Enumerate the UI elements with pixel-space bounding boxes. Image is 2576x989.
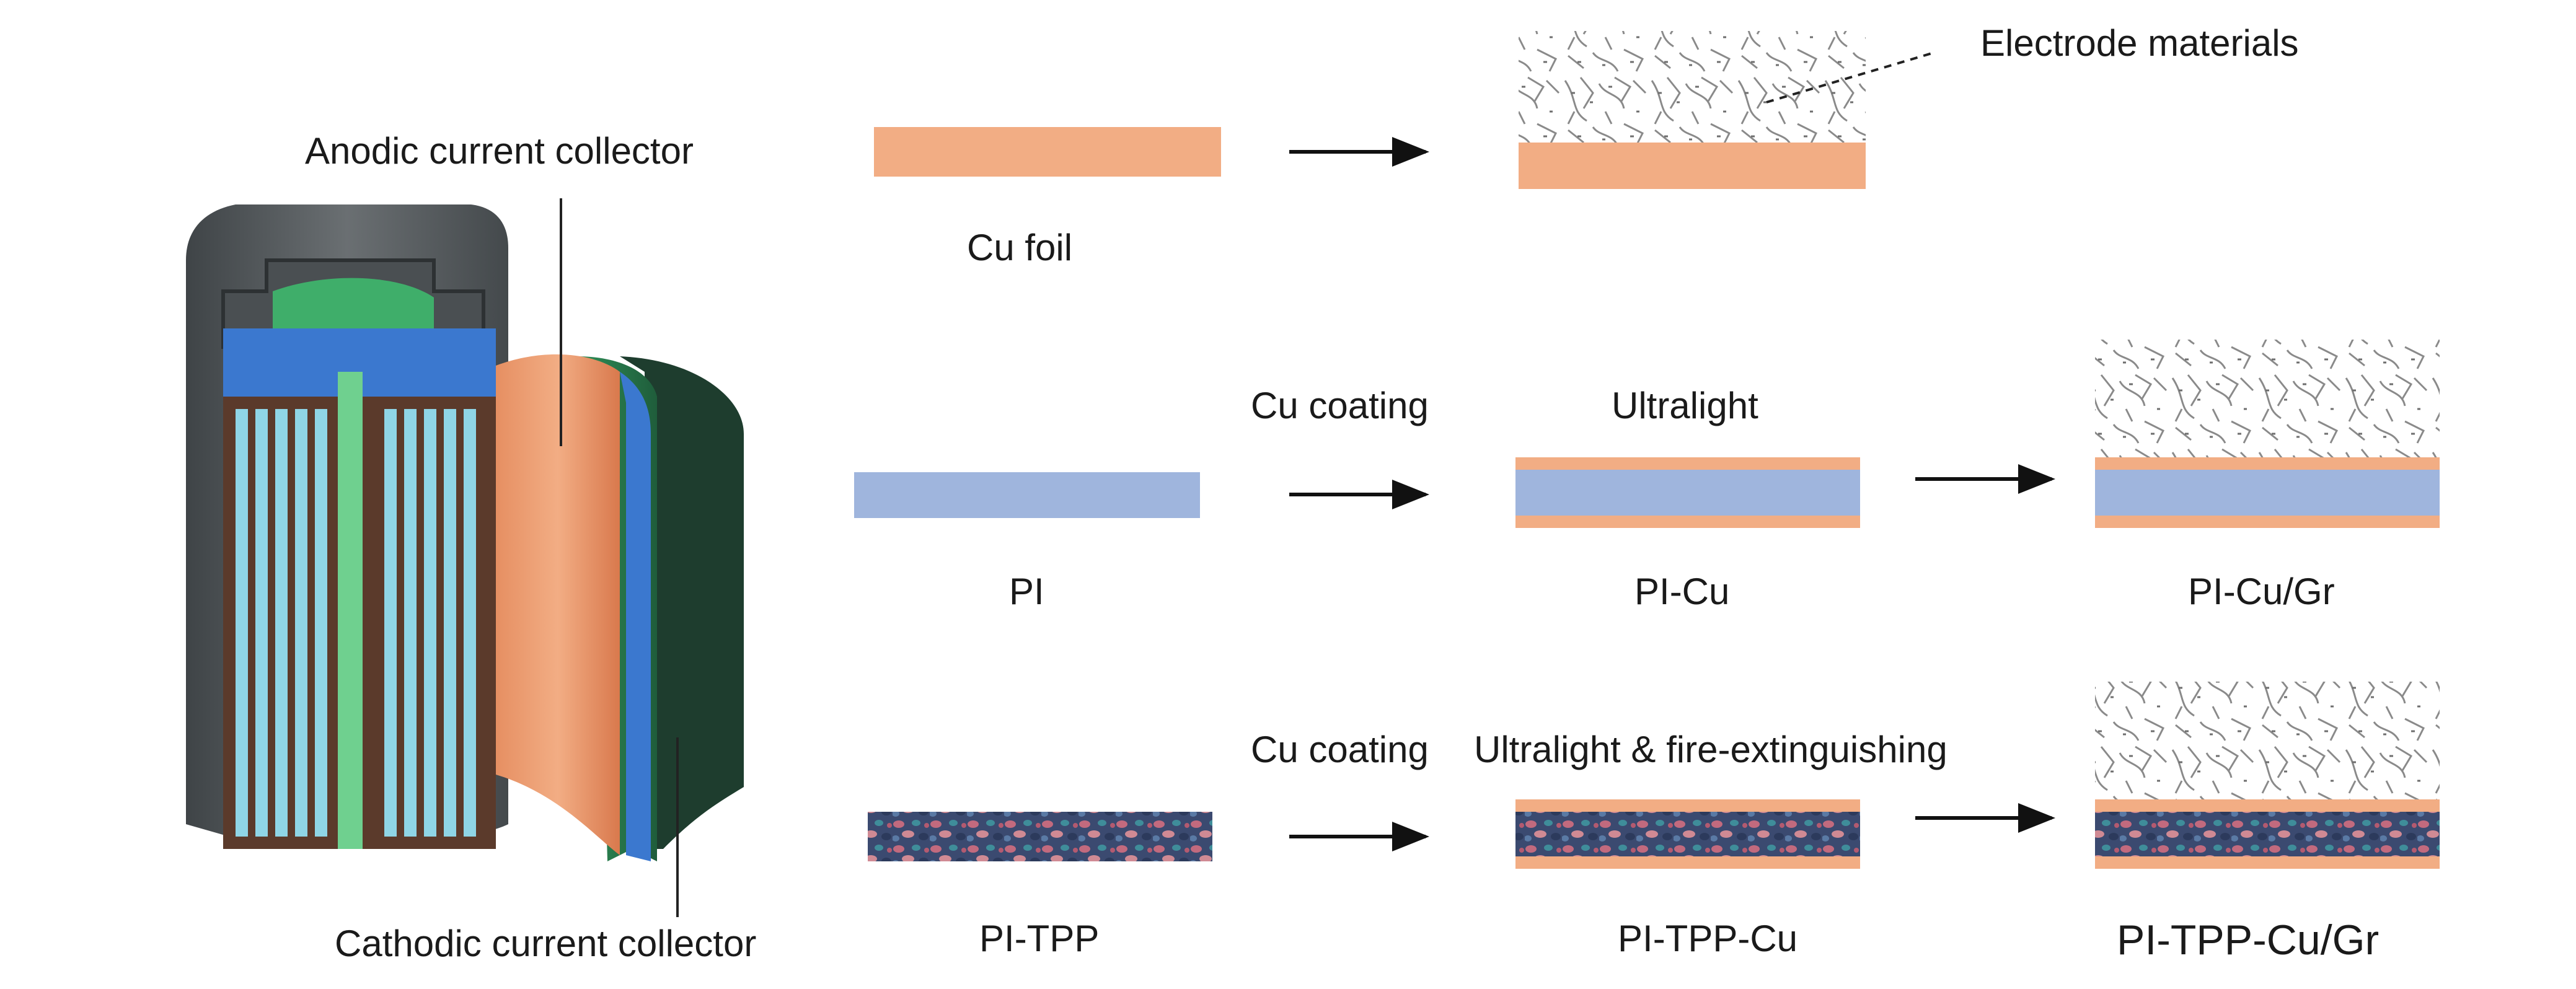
pi-label: PI: [1009, 571, 1044, 612]
battery-illustration: [186, 204, 744, 861]
row-pi: PI Cu coating Ultralight PI-Cu PI-Cu/Gr: [854, 340, 2440, 612]
anode-label: Anodic current collector: [305, 130, 694, 172]
pi-tpp-cu-gr-graphite: [2095, 682, 2440, 799]
cu-foil-label: Cu foil: [967, 227, 1072, 268]
cu-foil-electrode-stack: [1519, 31, 1866, 189]
cu-foil-strip: [874, 127, 1221, 177]
pi-cu-gr-stack: [2095, 340, 2440, 528]
pi-cu-gr-graphite: [2095, 340, 2440, 457]
cathode-label: Cathodic current collector: [335, 923, 756, 964]
pi-tpp-label: PI-TPP: [979, 918, 1099, 959]
battery-copper-sheet: [496, 354, 620, 855]
row2-step-label: Cu coating: [1251, 385, 1429, 426]
pi-cu-stack: [1515, 457, 1860, 528]
cu-foil-base-layer: [1519, 143, 1866, 189]
row-cu-foil: Cu foil Electrode materials: [874, 22, 2299, 268]
electrode-materials-leader: [1766, 51, 1934, 103]
electrode-materials-label: Electrode materials: [1980, 22, 2299, 64]
row-pi-tpp: PI-TPP Cu coating Ultralight & fire-exti…: [868, 682, 2440, 964]
electrode-materials-layer: [1519, 31, 1866, 143]
row3-step-label: Cu coating: [1251, 729, 1429, 770]
pi-tpp-cu-gr-label: PI-TPP-Cu/Gr: [2117, 916, 2379, 964]
pi-tpp-cu-stack: [1515, 799, 1860, 869]
pi-tpp-strip: [868, 812, 1212, 861]
battery-green-cap: [273, 278, 434, 328]
pi-tpp-cu-label: PI-TPP-Cu: [1618, 918, 1797, 959]
row3-caption: Ultralight & fire-extinguishing: [1474, 729, 1947, 770]
pi-strip: [854, 472, 1200, 518]
battery-blue-sheet: [620, 372, 651, 861]
pi-tpp-cu-gr-stack: [2095, 682, 2440, 869]
row2-caption: Ultralight: [1612, 385, 1758, 426]
pi-cu-label: PI-Cu: [1634, 571, 1729, 612]
pi-cu-gr-label: PI-Cu/Gr: [2188, 571, 2335, 612]
battery-electrode-plates: [236, 372, 476, 849]
